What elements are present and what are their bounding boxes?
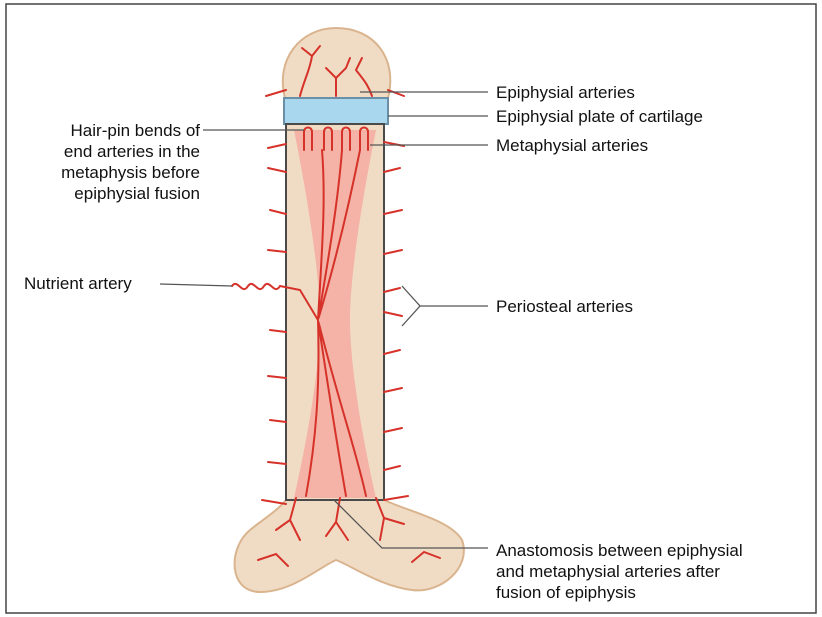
- label-anastomosis: Anastomosis between epiphysial and metap…: [496, 540, 743, 603]
- label-nutrient-artery: Nutrient artery: [24, 273, 132, 294]
- leader-nutrient: [160, 284, 232, 286]
- periosteal-artery: [384, 168, 402, 470]
- epiphysial-plate: [284, 98, 388, 124]
- leader-periosteal: [402, 286, 420, 326]
- label-epiphysial-plate: Epiphysial plate of cartilage: [496, 106, 703, 127]
- label-epiphysial-arteries: Epiphysial arteries: [496, 82, 635, 103]
- label-periosteal-arteries: Periosteal arteries: [496, 296, 633, 317]
- label-hairpin-bends: Hair-pin bends of end arteries in the me…: [20, 120, 200, 204]
- periosteal-artery: [268, 168, 286, 464]
- lower-epiphysis: [235, 500, 464, 592]
- label-metaphysial-arteries: Metaphysial arteries: [496, 135, 648, 156]
